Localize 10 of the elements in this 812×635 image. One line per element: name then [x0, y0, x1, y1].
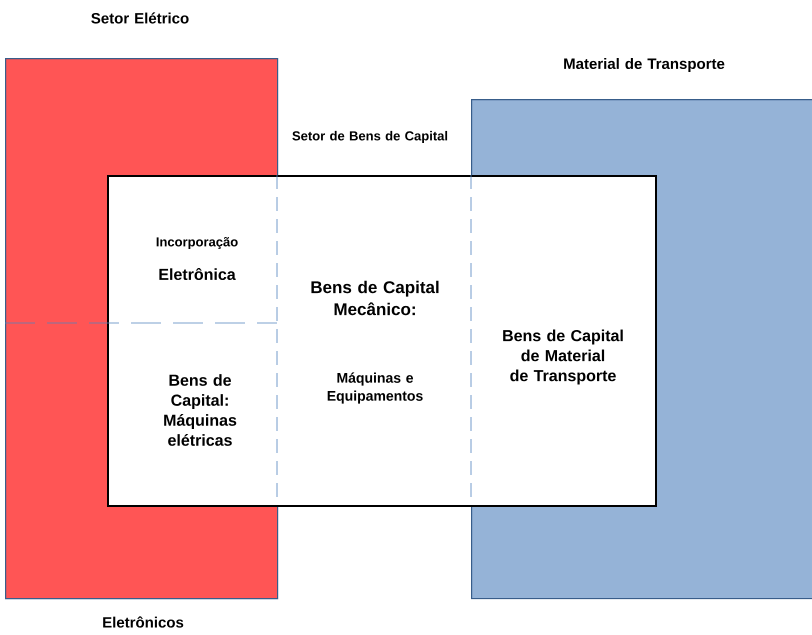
region-label: Bens de Capital: Máquinas elétricas	[164, 374, 236, 446]
region-label: Bens de Capital Mecânico:	[311, 280, 438, 316]
node-label: Setor Elétrico	[91, 12, 189, 24]
region-label: Máquinas e Equipamentos	[328, 372, 423, 404]
node-label: Eletrônicos	[103, 616, 184, 628]
region-label: Bens de Capital de Material de Transporte	[503, 330, 623, 384]
region-label: Eletrônica	[159, 268, 236, 280]
region-label: Incorporação	[156, 236, 238, 250]
node-label: Setor de Bens de Capital	[292, 130, 448, 144]
node-label: Material de Transporte	[564, 58, 724, 72]
